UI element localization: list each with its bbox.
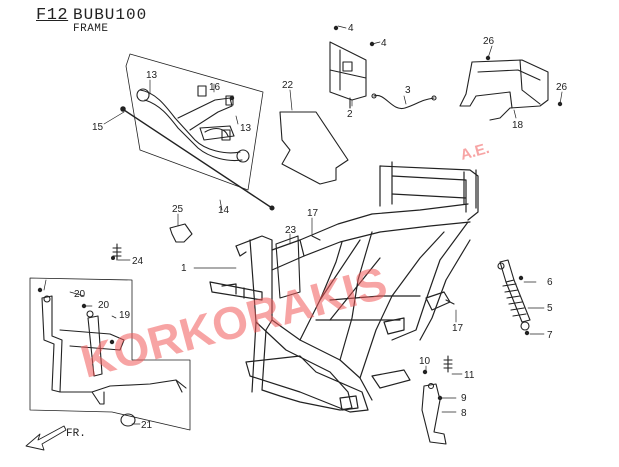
callout-label: 16 — [209, 82, 221, 93]
bracket-part-2 — [329, 41, 367, 109]
callout-label: 20 — [74, 289, 86, 300]
leader-lines — [43, 25, 563, 425]
callout-label: 9 — [461, 393, 467, 404]
watermark-suffix: A.E. — [459, 140, 492, 164]
center-stand-group — [29, 277, 191, 431]
diagram-subtitle: FRAME — [73, 23, 109, 35]
callout-label: 7 — [547, 330, 553, 341]
callout-label: 6 — [547, 277, 553, 288]
callout-label: 4 — [348, 23, 354, 34]
callout-label: 1 — [181, 263, 187, 274]
callout-label: 4 — [381, 38, 387, 49]
callout-labels: 1 2 3 4 4 5 6 7 8 9 10 11 13 13 14 15 16… — [74, 23, 568, 431]
callout-label: 24 — [132, 256, 144, 267]
callout-label: 23 — [285, 225, 297, 236]
pivot-bolt — [123, 109, 273, 209]
callout-label: 2 — [347, 109, 353, 120]
callout-label: 11 — [464, 370, 475, 381]
shock-absorber-part-5 — [497, 259, 531, 331]
callout-label: 17 — [452, 323, 464, 334]
callout-label: 3 — [405, 85, 411, 96]
callout-label: 8 — [461, 408, 467, 419]
model-name: BUBU100 — [73, 6, 148, 24]
main-frame-part-1 — [209, 161, 479, 413]
callout-label: 21 — [141, 420, 153, 431]
side-stand-part-8 — [421, 355, 453, 445]
callout-label: 19 — [119, 310, 131, 321]
callout-label: 18 — [512, 120, 524, 131]
cable-part-3 — [373, 94, 435, 110]
callout-label: 26 — [483, 36, 495, 47]
plate-part-23 — [275, 235, 301, 299]
plate-part-22 — [279, 111, 349, 185]
engine-hanger-group — [125, 53, 264, 191]
front-direction-label: FR. — [66, 428, 86, 440]
callout-label: 14 — [218, 205, 230, 216]
callout-label: 5 — [547, 303, 553, 314]
pin-part-24 — [112, 243, 122, 261]
bracket-part-18 — [459, 59, 549, 121]
callout-label: 13 — [146, 70, 158, 81]
callout-label: 10 — [419, 356, 431, 367]
callout-label: 15 — [92, 122, 104, 133]
callout-label: 25 — [172, 204, 184, 215]
diagram-code: F12 — [36, 6, 69, 25]
callout-label: 20 — [98, 300, 110, 311]
callout-label: 13 — [240, 123, 252, 134]
callout-label: 17 — [307, 208, 319, 219]
clip-part-25 — [169, 223, 193, 243]
watermark-text: KORKORAKIS — [75, 256, 392, 388]
callout-label: 22 — [282, 80, 294, 91]
front-direction-arrow — [25, 425, 67, 451]
callout-label: 26 — [556, 82, 568, 93]
